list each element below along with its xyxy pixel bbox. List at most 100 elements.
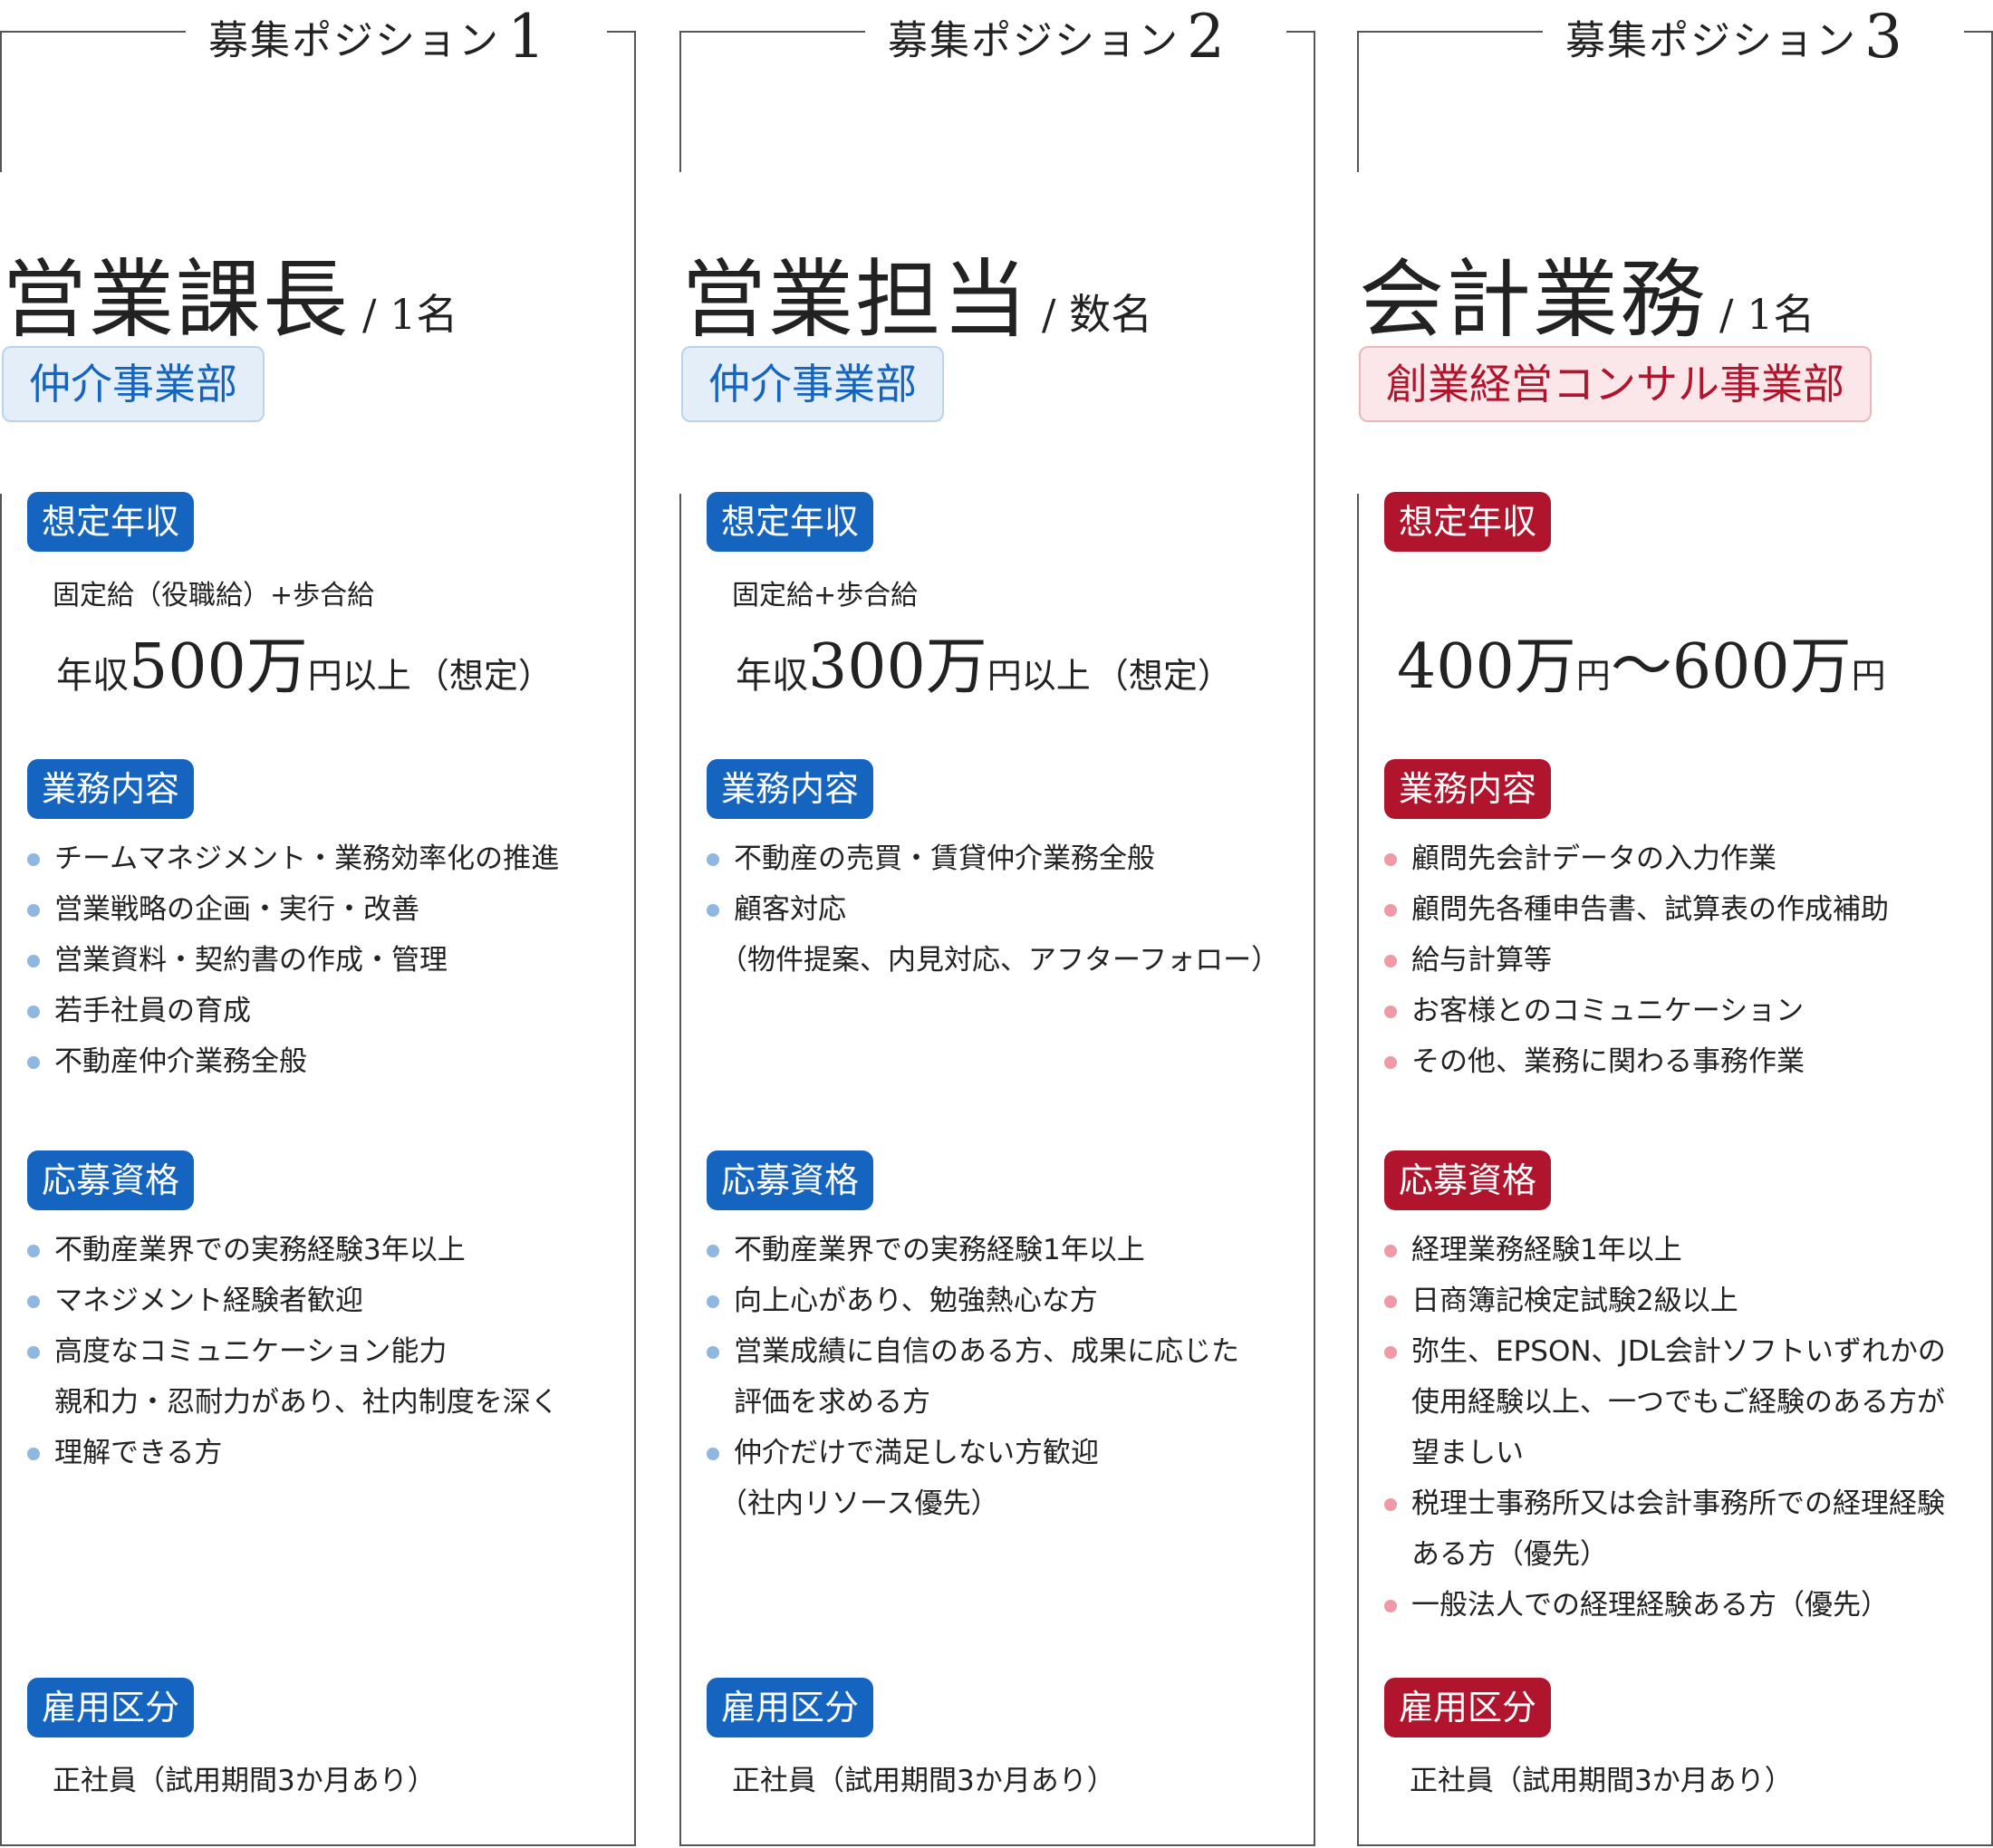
bullet-icon [27, 1056, 40, 1069]
position-title: 営業担当/ 数名 [681, 251, 1153, 350]
salary-label: 想定年収 [707, 492, 874, 552]
bullet-icon [1384, 1600, 1397, 1612]
salary-note: 固定給+歩合給 [732, 580, 919, 611]
list-item: 一般法人での経理経験ある方（優先） [1384, 1580, 1946, 1631]
bullet-icon [27, 853, 40, 866]
bullet-icon [1384, 1056, 1397, 1069]
employment-type: 正社員（試用期間3か月あり） [732, 1765, 1115, 1797]
bullet-icon [27, 1448, 40, 1460]
frame-line [1357, 31, 1543, 33]
list-item: 経理業務経験1年以上 [1384, 1225, 1946, 1275]
bullet-icon [1384, 1245, 1397, 1257]
headcount: / 数名 [1042, 290, 1153, 339]
position-number: 2 [1187, 2, 1225, 72]
qualifications-label: 応募資格 [27, 1150, 195, 1210]
list-item: （物件提案、内見対応、アフターフォロー） [719, 944, 1280, 977]
bullet-icon [707, 904, 719, 917]
salary-amount: 400万円〜600万円 [1397, 631, 1886, 703]
frame-line [679, 1844, 1315, 1846]
frame-line [0, 1844, 636, 1846]
duties-list: 不動産の売買・賃貸仲介業務全般 顧客対応 （物件提案、内見対応、アフターフォロー… [707, 833, 1279, 986]
duties-list: 顧問先会計データの入力作業 顧問先各種申告書、試算表の作成補助 給与計算等 お客… [1384, 833, 1889, 1087]
list-item: 向上心があり、勉強熱心な方 [707, 1275, 1239, 1326]
frame-line [607, 31, 636, 33]
salary-amount: 年収500万円以上（想定） [56, 631, 553, 703]
list-item: 仲介だけで満足しない方歓迎 [707, 1428, 1239, 1478]
department-badge: 創業経営コンサル事業部 [1359, 346, 1872, 422]
bullet-icon [1384, 853, 1397, 866]
list-item: 不動産業界での実務経験3年以上 [27, 1225, 559, 1275]
list-item: お客様とのコミュニケーション [1384, 986, 1889, 1036]
list-item: チームマネジメント・業務効率化の推進 [27, 833, 559, 884]
bullet-icon [1384, 1346, 1397, 1359]
frame-line [0, 31, 186, 33]
list-item: 不動産業界での実務経験1年以上 [707, 1225, 1239, 1275]
list-item: 望ましい [1411, 1437, 1524, 1469]
list-item: 弥生、EPSON、JDL会計ソフトいずれかの [1384, 1326, 1946, 1377]
list-item: 高度なコミュニケーション能力 [27, 1326, 559, 1377]
duties-list: チームマネジメント・業務効率化の推進 営業戦略の企画・実行・改善 営業資料・契約… [27, 833, 559, 1087]
list-item: 親和力・忍耐力があり、社内制度を深く [54, 1386, 559, 1419]
list-item: （社内リソース優先） [719, 1487, 999, 1520]
list-item: 顧問先各種申告書、試算表の作成補助 [1384, 884, 1889, 935]
list-item: 日商簿記検定試験2級以上 [1384, 1275, 1946, 1326]
list-item: 給与計算等 [1384, 935, 1889, 986]
bullet-icon [707, 1448, 719, 1460]
bullet-icon [1384, 1295, 1397, 1308]
frame-line [1357, 1844, 1993, 1846]
frame-line [1357, 31, 1359, 172]
position-title: 会計業務/ 1名 [1359, 251, 1815, 350]
employment-type: 正社員（試用期間3か月あり） [53, 1765, 436, 1797]
list-item: 理解できる方 [27, 1428, 559, 1478]
position-title: 営業課長/ 1名 [2, 251, 458, 350]
list-item: 営業資料・契約書の作成・管理 [27, 935, 559, 986]
headcount: / 1名 [1719, 290, 1815, 339]
salary-amount: 年収300万円以上（想定） [736, 631, 1232, 703]
bullet-icon [1384, 1498, 1397, 1511]
list-item: ある方（優先） [1411, 1538, 1608, 1571]
list-item: マネジメント経験者歓迎 [27, 1275, 559, 1326]
department-badge: 仲介事業部 [681, 346, 944, 422]
list-item: 不動産の売買・賃貸仲介業務全般 [707, 833, 1279, 884]
list-item: 評価を求める方 [734, 1386, 930, 1419]
employment-label: 雇用区分 [27, 1678, 195, 1737]
list-item: その他、業務に関わる事務作業 [1384, 1036, 1889, 1087]
bullet-icon [27, 1346, 40, 1359]
headcount: / 1名 [362, 290, 458, 339]
employment-label: 雇用区分 [707, 1678, 874, 1737]
frame-line [0, 31, 2, 172]
bullet-icon [27, 1295, 40, 1308]
salary-note: 固定給（役職給）+歩合給 [53, 580, 375, 611]
bullet-icon [1384, 1006, 1397, 1018]
frame-line [1314, 31, 1315, 1846]
bullet-icon [707, 1295, 719, 1308]
list-item: 顧問先会計データの入力作業 [1384, 833, 1889, 884]
qualifications-list: 不動産業界での実務経験3年以上 マネジメント経験者歓迎 高度なコミュニケーション… [27, 1225, 559, 1478]
employment-label: 雇用区分 [1384, 1678, 1552, 1737]
duties-label: 業務内容 [1384, 759, 1552, 819]
list-item: 若手社員の育成 [27, 986, 559, 1036]
bullet-icon [707, 1245, 719, 1257]
qualifications-label: 応募資格 [1384, 1150, 1552, 1210]
qualifications-list: 経理業務経験1年以上 日商簿記検定試験2級以上 弥生、EPSON、JDL会計ソフ… [1384, 1225, 1946, 1631]
list-item: 顧客対応 [707, 884, 1279, 935]
duties-label: 業務内容 [707, 759, 874, 819]
bullet-icon [707, 853, 719, 866]
position-number: 3 [1864, 2, 1902, 72]
frame-line [679, 494, 681, 1846]
frame-line [0, 494, 2, 1846]
salary-label: 想定年収 [27, 492, 195, 552]
frame-line [1286, 31, 1315, 33]
qualifications-list: 不動産業界での実務経験1年以上 向上心があり、勉強熱心な方 営業成績に自信のある… [707, 1225, 1239, 1529]
salary-label: 想定年収 [1384, 492, 1552, 552]
department-badge: 仲介事業部 [2, 346, 265, 422]
employment-type: 正社員（試用期間3か月あり） [1410, 1765, 1793, 1797]
frame-line [1991, 31, 1993, 1846]
frame-line [634, 31, 636, 1846]
frame-line [679, 31, 681, 172]
